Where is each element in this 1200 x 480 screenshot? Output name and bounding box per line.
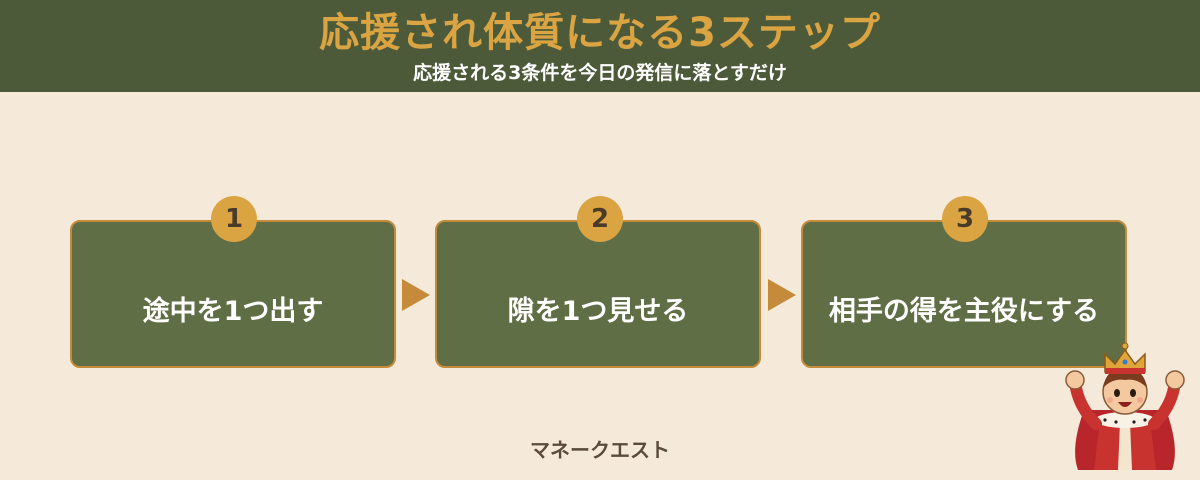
- step-card-2: 隙を1つ見せる: [435, 220, 761, 368]
- header-banner: 応援され体質になる3ステップ 応援される3条件を今日の発信に落とすだけ: [0, 0, 1200, 92]
- step-number-badge: 1: [211, 196, 257, 242]
- step-number-badge: 3: [942, 196, 988, 242]
- arrow-right-icon: [768, 279, 796, 311]
- page-subtitle: 応援される3条件を今日の発信に落とすだけ: [413, 62, 787, 84]
- step-label: 途中を1つ出す: [142, 296, 324, 327]
- arrow-right-icon: [402, 279, 430, 311]
- king-mascot-icon: [1065, 342, 1185, 470]
- step-label: 隙を1つ見せる: [507, 296, 689, 327]
- page-title: 応援され体質になる3ステップ: [319, 10, 881, 56]
- brand-name: マネークエスト: [530, 438, 670, 462]
- step-number-badge: 2: [577, 196, 623, 242]
- step-card-3: 相手の得を主役にする: [801, 220, 1127, 368]
- step-card-1: 途中を1つ出す: [70, 220, 396, 368]
- step-label: 相手の得を主役にする: [828, 296, 1100, 327]
